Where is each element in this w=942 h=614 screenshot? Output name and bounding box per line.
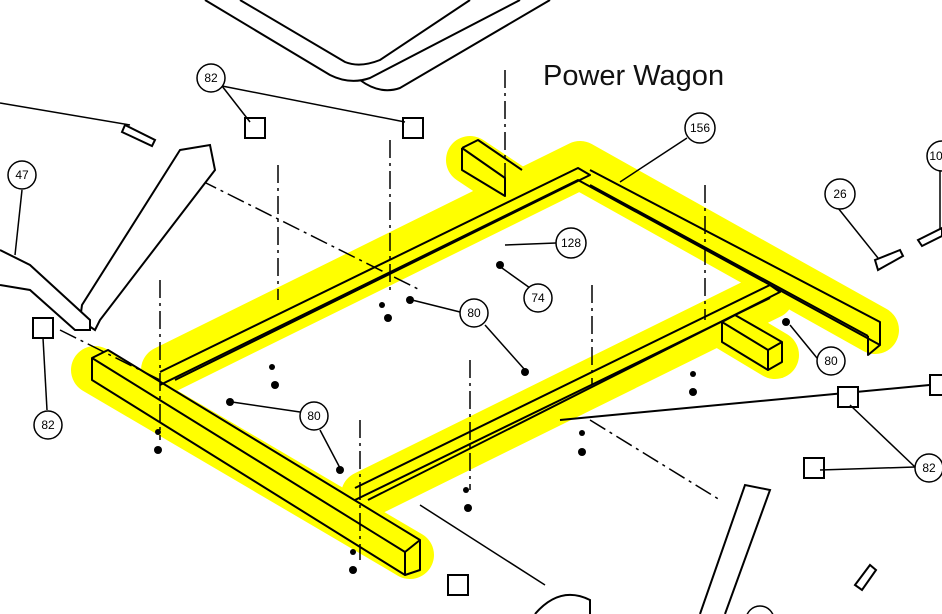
svg-text:82: 82 — [204, 71, 218, 85]
svg-text:156: 156 — [690, 121, 710, 135]
handles — [0, 123, 942, 614]
svg-text:26: 26 — [833, 187, 847, 201]
callout-128: 128 — [555, 227, 587, 259]
svg-text:80: 80 — [307, 409, 321, 423]
hardware-dots — [154, 261, 790, 574]
svg-text:74: 74 — [531, 291, 545, 305]
svg-text:80: 80 — [467, 306, 481, 320]
svg-text:82: 82 — [41, 418, 55, 432]
svg-text:128: 128 — [561, 236, 581, 250]
callout-156: 156 — [684, 112, 716, 144]
callout-80-mid: 80 — [459, 298, 489, 328]
callout-74: 74 — [523, 283, 553, 313]
callout-80-right: 80 — [816, 346, 846, 376]
callout-82-right: 82 — [914, 453, 942, 483]
callout-47: 47 — [7, 160, 37, 190]
diagram-title: Power Wagon — [543, 60, 725, 92]
svg-text:80: 80 — [824, 354, 838, 368]
frame-tubes — [91, 139, 941, 576]
callout-82-left: 82 — [33, 410, 63, 440]
leader-lines — [0, 85, 941, 586]
end-caps — [32, 117, 942, 596]
center-lines — [59, 70, 721, 560]
callout-82-top: 82 — [196, 63, 226, 93]
callout-partial-bottom — [746, 605, 774, 614]
body-outline — [204, 0, 551, 92]
callout-80-left: 80 — [299, 401, 329, 431]
svg-text:10: 10 — [929, 149, 942, 163]
callout-26: 26 — [824, 178, 856, 210]
callout-10: 10 — [926, 140, 942, 172]
svg-text:82: 82 — [922, 461, 936, 475]
svg-text:47: 47 — [15, 168, 29, 182]
